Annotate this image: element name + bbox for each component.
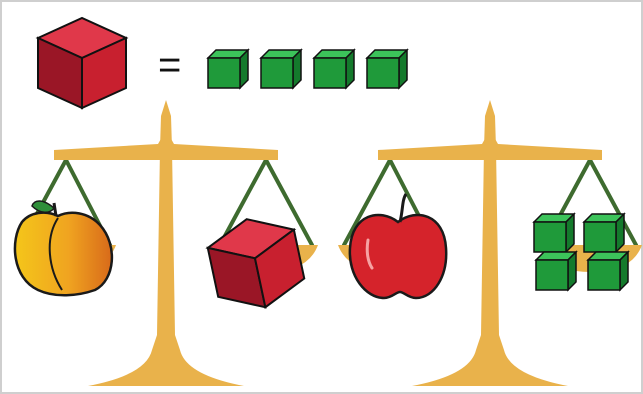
- equation-green-cube-icon: [367, 50, 407, 88]
- pan-green-cube-icon: [584, 214, 624, 252]
- peach-icon: [15, 201, 112, 295]
- pan-green-cube-icon: [588, 252, 628, 290]
- equation-red-cube-icon: [38, 18, 126, 108]
- equation-green-cube-icon: [261, 50, 301, 88]
- equation-green-cube-icon: [208, 50, 248, 88]
- equation-green-cube-icon: [314, 50, 354, 88]
- right-scale: [338, 100, 642, 386]
- pan-green-cube-icon: [534, 214, 574, 252]
- equation-row: =: [38, 18, 407, 108]
- pan-green-cube-icon: [536, 252, 576, 290]
- left-scale: [14, 100, 318, 386]
- equals-sign: =: [158, 43, 181, 87]
- pan-red-cube-icon: [204, 210, 309, 316]
